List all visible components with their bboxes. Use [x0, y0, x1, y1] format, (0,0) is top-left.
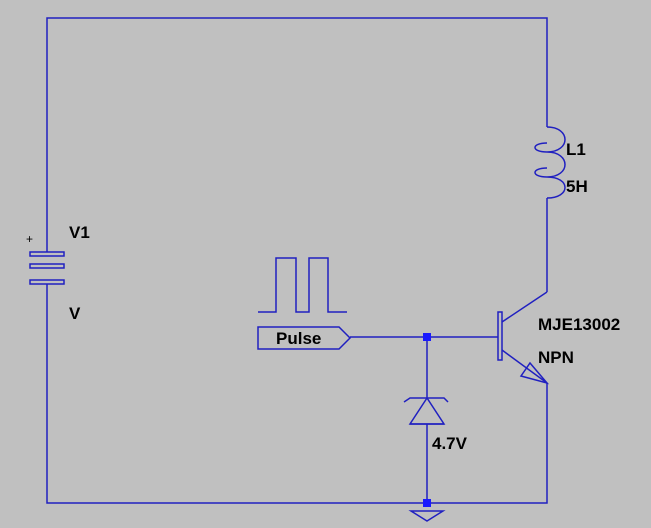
wires [46, 17, 548, 504]
transistor-emitter-lead [501, 349, 548, 384]
pulse-source-tag: Pulse [257, 326, 352, 350]
ground-icon [408, 510, 446, 522]
zener-diode-icon [403, 396, 449, 425]
pulse-waveform-icon [258, 257, 347, 313]
wire-battery-bottom [46, 287, 548, 504]
zener-triangle [408, 396, 446, 425]
transistor-emitter-arrow [519, 361, 550, 385]
battery-name-label: V1 [69, 223, 90, 242]
wire-top-loop [46, 17, 548, 248]
zener-value-label: 4.7V [432, 434, 468, 453]
transistor-model-label: MJE13002 [538, 315, 620, 334]
battery-value-label: V [69, 304, 81, 323]
battery-symbol [29, 248, 65, 287]
battery-plate-1 [29, 251, 65, 257]
transistor-base-bar [497, 311, 503, 361]
battery-plate-2 [29, 263, 65, 269]
transistor-collector-lead [501, 291, 548, 323]
pulse-source-label: Pulse [276, 329, 321, 348]
battery-plus-sign: + [26, 232, 33, 246]
inductor-value-label: 5H [566, 177, 588, 196]
inductor-name-label: L1 [566, 140, 586, 159]
junction-base [423, 333, 431, 341]
transistor-type-label: NPN [538, 348, 574, 367]
battery-plate-3 [29, 279, 65, 285]
inductor-icon [534, 122, 566, 203]
npn-transistor-icon [497, 291, 550, 385]
junction-ground [423, 499, 431, 507]
